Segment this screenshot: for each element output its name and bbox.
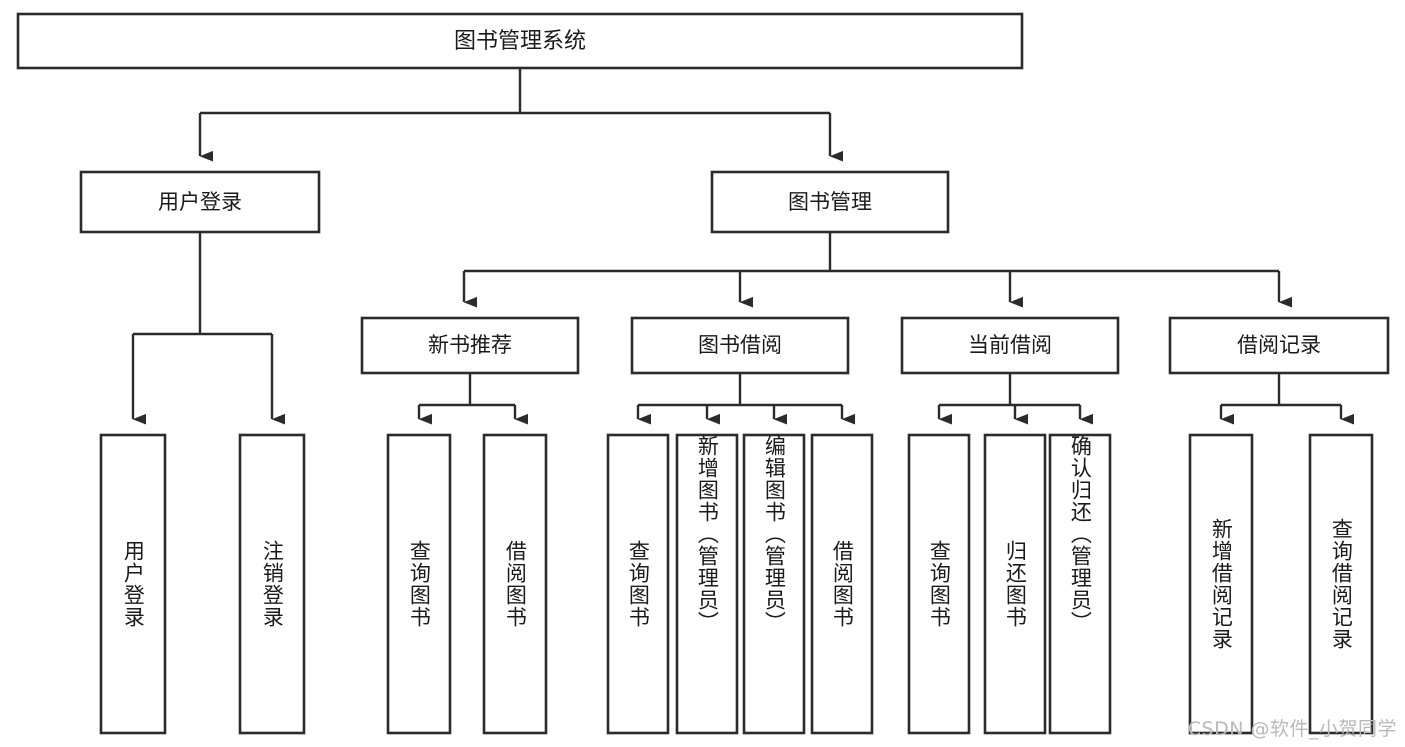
node-book-manage[interactable]: 图书管理 xyxy=(710,170,950,234)
node-confirm-return-admin[interactable] xyxy=(1048,433,1112,735)
node-return-book[interactable] xyxy=(983,433,1047,735)
node-edit-book-admin[interactable] xyxy=(742,433,806,735)
node-user-logout[interactable] xyxy=(238,433,306,735)
node-user-login-label: 用户登录 xyxy=(158,190,242,214)
node-borrow-record[interactable]: 借阅记录 xyxy=(1168,316,1390,375)
node-root-label: 图书管理系统 xyxy=(454,29,586,54)
node-borrow-book-1[interactable] xyxy=(482,433,548,735)
node-book-borrow[interactable]: 图书借阅 xyxy=(630,316,850,375)
node-book-manage-label: 图书管理 xyxy=(788,190,872,214)
node-query-book-3[interactable] xyxy=(907,433,971,735)
node-query-book-1[interactable] xyxy=(386,433,452,735)
node-user-login[interactable]: 用户登录 xyxy=(79,170,321,234)
node-borrow-book-2[interactable] xyxy=(810,433,874,735)
nodes-layer: 图书管理系统 用户登录 图书管理 新书推荐 图书借阅 当前借阅 借阅记录 xyxy=(16,12,1390,735)
node-user-login-do[interactable] xyxy=(99,433,167,735)
node-query-book-2[interactable] xyxy=(606,433,670,735)
watermark: CSDN @软件_小贺同学 xyxy=(1187,718,1397,740)
node-new-book-recommend-label: 新书推荐 xyxy=(428,333,512,357)
node-current-borrow[interactable]: 当前借阅 xyxy=(900,316,1120,375)
node-current-borrow-label: 当前借阅 xyxy=(968,333,1052,357)
node-borrow-record-label: 借阅记录 xyxy=(1237,333,1321,357)
node-book-borrow-label: 图书借阅 xyxy=(698,333,782,357)
edges-layer xyxy=(131,68,1355,425)
node-root[interactable]: 图书管理系统 xyxy=(16,12,1024,70)
node-add-borrow-record[interactable] xyxy=(1188,433,1254,735)
node-add-book-admin[interactable] xyxy=(675,433,739,735)
node-query-borrow-record[interactable] xyxy=(1308,433,1374,735)
node-new-book-recommend[interactable]: 新书推荐 xyxy=(360,316,580,375)
